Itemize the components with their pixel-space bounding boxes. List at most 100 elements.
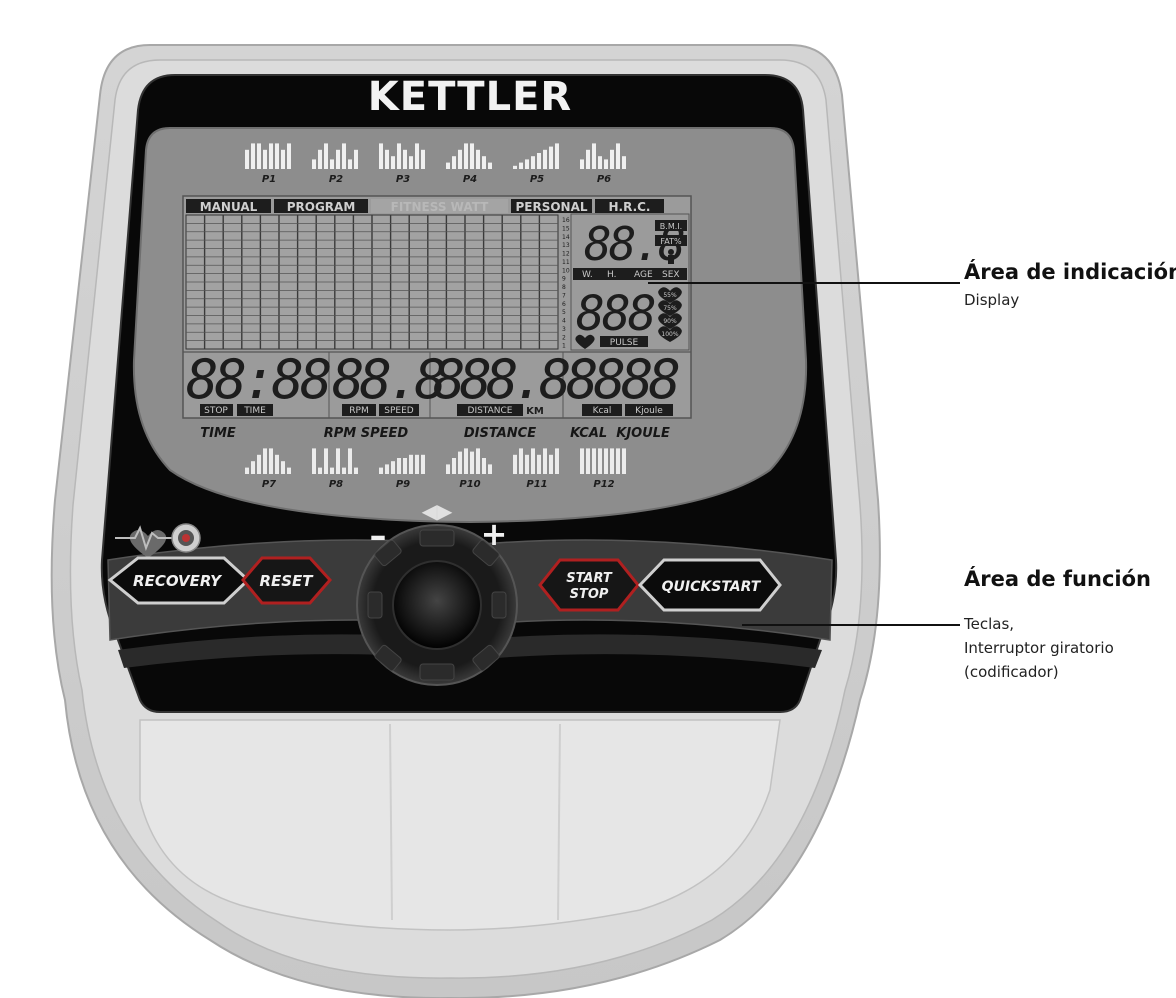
function-area-line-2: Interruptor giratorio — [964, 639, 1114, 657]
graph-scale-5: 5 — [562, 309, 566, 316]
graph-scale-15: 15 — [562, 225, 570, 232]
km-lcd-label: KM — [526, 406, 544, 417]
age-label: AGE — [634, 270, 653, 280]
graph-scale-16: 16 — [562, 217, 570, 224]
kcal-lcd-label: Kcal — [593, 406, 612, 416]
distance-lcd-label: DISTANCE — [468, 406, 513, 416]
program-label-p9: P9 — [396, 479, 410, 490]
program-label-p4: P4 — [463, 174, 477, 185]
reset-button[interactable]: RESET — [241, 556, 333, 605]
mode-tab-2: FITNESS WATT — [391, 200, 490, 214]
kjoule-lcd-label: Kjoule — [635, 406, 663, 416]
graph-scale-13: 13 — [562, 242, 570, 249]
bmi-label: B.M.I. — [660, 222, 682, 231]
stop-label: STOP — [570, 587, 609, 602]
display-area-text: Display — [964, 291, 1020, 309]
hr-zone-1: 75% — [663, 305, 677, 312]
program-icon-p7: P7 — [245, 448, 291, 490]
time-lcd-label: TIME — [243, 406, 266, 416]
program-icon-p8: P8 — [312, 448, 358, 490]
bezel-time-label: TIME — [200, 426, 236, 441]
mode-tab-4: H.R.C. — [609, 200, 651, 214]
program-icon-p4: P4 — [446, 143, 492, 185]
function-area-line-1: Teclas, — [964, 615, 1015, 633]
pulse-value-digits: 888 — [576, 286, 655, 342]
stop-lcd-label: STOP — [204, 406, 228, 416]
mode-tab-1: PROGRAM — [287, 200, 356, 214]
program-label-p11: P11 — [526, 479, 547, 490]
program-label-p8: P8 — [329, 479, 343, 490]
graph-scale-3: 3 — [562, 326, 566, 333]
graph-scale-8: 8 — [562, 284, 566, 291]
function-area-line-3: (codificador) — [964, 663, 1059, 681]
program-icon-p1: P1 — [245, 143, 291, 185]
program-icon-p9: P9 — [379, 454, 425, 490]
graph-scale-4: 4 — [562, 318, 566, 325]
program-icon-p10: P10 — [446, 448, 492, 490]
program-label-p2: P2 — [329, 174, 343, 185]
kcal-digits: 8888 — [566, 348, 679, 411]
pulse-socket — [115, 523, 201, 558]
hr-zone-0: 55% — [663, 292, 677, 299]
bezel-distance-label: DISTANCE — [464, 426, 536, 441]
program-label-p7: P7 — [262, 479, 276, 490]
w-label: W. — [582, 270, 593, 280]
rotary-encoder-knob[interactable] — [356, 524, 518, 686]
program-icon-p12: P12 — [580, 448, 626, 490]
mode-tab-0: MANUAL — [200, 200, 258, 214]
function-area-title: Área de función — [964, 567, 1151, 591]
brand-logo: KETTLER — [368, 74, 572, 120]
rpm-speed-digits: 88.8 — [332, 348, 445, 411]
reset-button-label: RESET — [259, 572, 314, 590]
hr-zone-3: 100% — [661, 331, 678, 338]
rpm-lcd-label: RPM — [349, 406, 368, 416]
hr-zone-2: 90% — [663, 318, 677, 325]
readout-row: 88:88 88.8 888.8 8888 STOP TIME RPM SPEE… — [183, 348, 691, 418]
heart-icon — [575, 334, 595, 349]
quickstart-button-label: QUICKSTART — [662, 579, 762, 595]
program-label-p5: P5 — [530, 174, 544, 185]
recovery-button[interactable]: RECOVERY — [107, 556, 251, 605]
program-label-p12: P12 — [593, 479, 614, 490]
graph-scale-11: 11 — [562, 259, 570, 266]
graph-scale-14: 14 — [562, 234, 570, 241]
bezel-kcal-kjoule-label: KCAL KJOULE — [570, 426, 670, 441]
person-icon — [668, 249, 674, 255]
start-label: START — [566, 571, 613, 586]
program-icon-p6: P6 — [580, 143, 626, 185]
program-label-p6: P6 — [597, 174, 611, 185]
h-label: H. — [607, 270, 616, 280]
graph-scale-6: 6 — [562, 301, 566, 308]
program-icon-p2: P2 — [312, 143, 358, 185]
program-icon-p11: P11 — [513, 448, 559, 490]
lower-panel — [139, 719, 781, 931]
arrows-icon: ◀▶ — [422, 499, 453, 523]
graph-scale-10: 10 — [562, 267, 570, 274]
program-icon-p3: P3 — [379, 143, 425, 185]
graph-scale-2: 2 — [562, 334, 566, 341]
hr-zone-hearts: 55% 75% 90% 100% — [658, 287, 682, 342]
program-label-p1: P1 — [262, 174, 276, 185]
graph-scale-12: 12 — [562, 251, 570, 258]
graph-scale-1: 1 — [562, 343, 566, 350]
time-digits: 88:88 — [186, 348, 330, 411]
graph-scale-7: 7 — [562, 292, 566, 299]
program-label-p3: P3 — [396, 174, 410, 185]
pulse-label: PULSE — [610, 338, 639, 348]
bezel-rpm-speed-label: RPM SPEED — [324, 426, 409, 441]
graph-scale-9: 9 — [562, 276, 566, 283]
recovery-button-label: RECOVERY — [133, 572, 223, 590]
distance-digits: 888.8 — [433, 348, 569, 411]
sex-label: SEX — [662, 270, 680, 280]
program-icons-top: P1 P2 P3 P4 P5 P6 — [245, 143, 626, 185]
fat-label: FAT% — [660, 237, 682, 246]
program-icon-p5: P5 — [513, 143, 559, 185]
speed-lcd-label: SPEED — [384, 406, 414, 416]
quickstart-button[interactable]: QUICKSTART — [637, 558, 782, 612]
start-stop-button[interactable]: START STOP — [538, 558, 640, 612]
display-area-title: Área de indicación — [964, 260, 1176, 284]
